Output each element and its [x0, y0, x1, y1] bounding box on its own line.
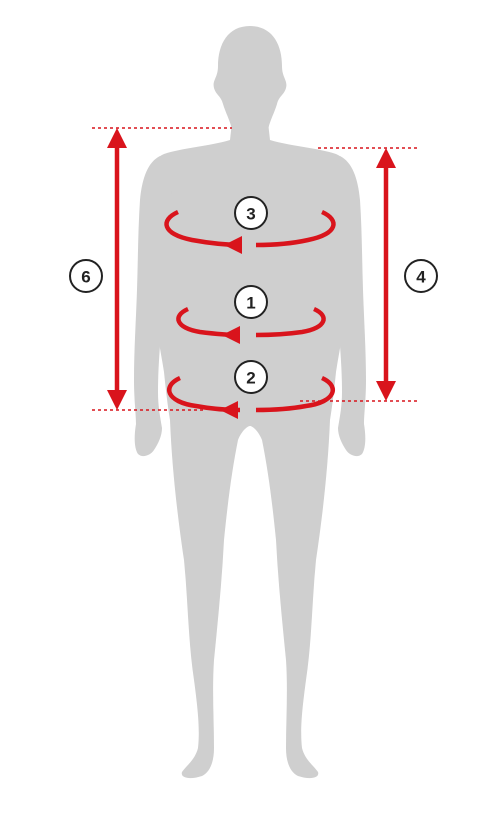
length-arrow-right [376, 148, 396, 401]
marker-1: 1 [234, 285, 268, 319]
waist-circumference-arrow [176, 306, 326, 344]
marker-2-label: 2 [246, 369, 255, 388]
chest-circumference-arrow [164, 209, 336, 254]
marker-3: 3 [234, 196, 268, 230]
marker-6: 6 [69, 259, 103, 293]
length-arrow-left [107, 128, 127, 410]
marker-1-label: 1 [246, 294, 255, 313]
marker-6-label: 6 [81, 268, 90, 287]
silhouette-body [145, 122, 355, 779]
silhouette-head [213, 26, 287, 130]
hip-circumference-arrow [167, 375, 335, 419]
marker-2: 2 [234, 360, 268, 394]
marker-3-label: 3 [246, 205, 255, 224]
marker-4: 4 [404, 259, 438, 293]
marker-4-label: 4 [416, 268, 426, 287]
silhouette-left-arm [134, 156, 173, 457]
human-silhouette [134, 26, 366, 779]
silhouette-right-arm [327, 156, 366, 457]
